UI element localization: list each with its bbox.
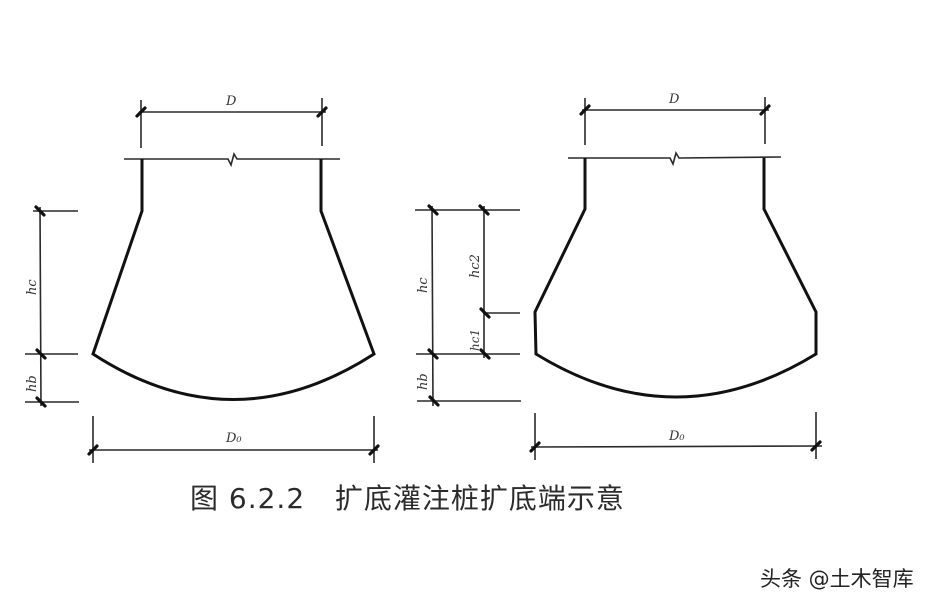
- dim-tick: [35, 396, 47, 408]
- pile-outline: [91, 159, 376, 401]
- dim-tick: [759, 104, 771, 116]
- label-d0: D₀: [668, 429, 685, 444]
- dim-tick: [87, 444, 99, 456]
- dim-tick: [579, 104, 591, 116]
- dim-tick: [479, 348, 491, 360]
- dim-tick: [427, 348, 439, 360]
- hc-hb-dimension-line: [39, 206, 42, 407]
- label-hb: hb: [25, 375, 40, 392]
- dim-tick: [368, 444, 380, 456]
- break-line: [124, 151, 340, 168]
- label-hc2: hc2: [468, 254, 483, 278]
- watermark: 头条 @土木智库: [760, 567, 914, 591]
- label-d: D: [668, 92, 680, 107]
- dim-tick: [35, 348, 47, 360]
- label-hc: hc: [25, 279, 40, 295]
- right-pile-diagram: D hc hb hc2 hc1 D₀: [415, 92, 823, 460]
- dim-tick: [810, 440, 822, 452]
- label-hb: hb: [416, 373, 431, 390]
- hc-hb-dimension-line: [431, 205, 434, 407]
- dim-tick: [427, 204, 439, 216]
- dim-tick: [479, 307, 491, 319]
- label-d0: D₀: [225, 431, 242, 446]
- figure-caption: 图 6.2.2 扩底灌注桩扩底端示意: [190, 482, 625, 515]
- label-hc1: hc1: [468, 329, 482, 351]
- label-hc: hc: [416, 277, 431, 293]
- dim-tick: [529, 441, 541, 453]
- pile-outline: [533, 158, 818, 399]
- break-line: [568, 150, 782, 167]
- dim-tick: [478, 204, 490, 216]
- dim-tick: [34, 205, 46, 217]
- dim-tick: [428, 395, 440, 407]
- label-d: D: [225, 94, 237, 109]
- dim-tick: [135, 106, 147, 118]
- d0-dimension-line: [530, 445, 823, 448]
- dim-tick: [316, 106, 328, 118]
- left-pile-diagram: D hc hb D₀: [25, 94, 380, 463]
